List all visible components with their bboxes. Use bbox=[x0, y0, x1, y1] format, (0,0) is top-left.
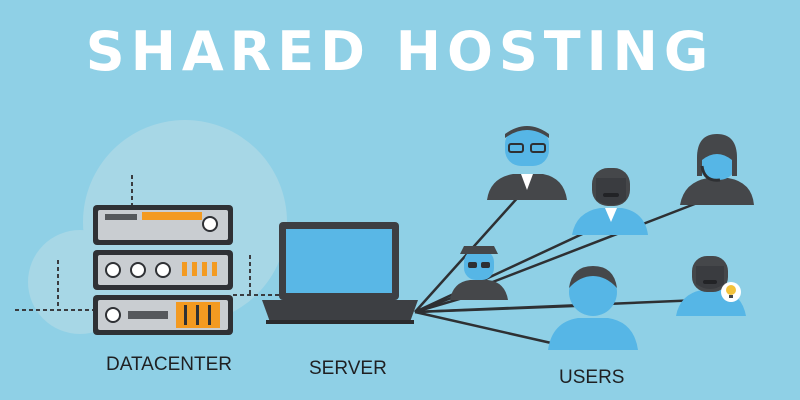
user-icon bbox=[572, 168, 648, 235]
headset-icon bbox=[680, 134, 754, 205]
server-rack-icon bbox=[93, 205, 233, 335]
datacenter-label: DATACENTER bbox=[106, 354, 232, 375]
connection-lines bbox=[414, 194, 706, 347]
server-label: SERVER bbox=[309, 358, 387, 379]
page-title: SHARED HOSTING bbox=[85, 20, 715, 83]
dotted-connectors bbox=[15, 175, 290, 311]
user-icon bbox=[487, 126, 567, 200]
users-label: USERS bbox=[559, 367, 625, 388]
user-icon bbox=[548, 266, 638, 350]
lightbulb-icon bbox=[721, 282, 741, 302]
user-icon bbox=[450, 246, 508, 300]
laptop-icon bbox=[262, 222, 418, 324]
